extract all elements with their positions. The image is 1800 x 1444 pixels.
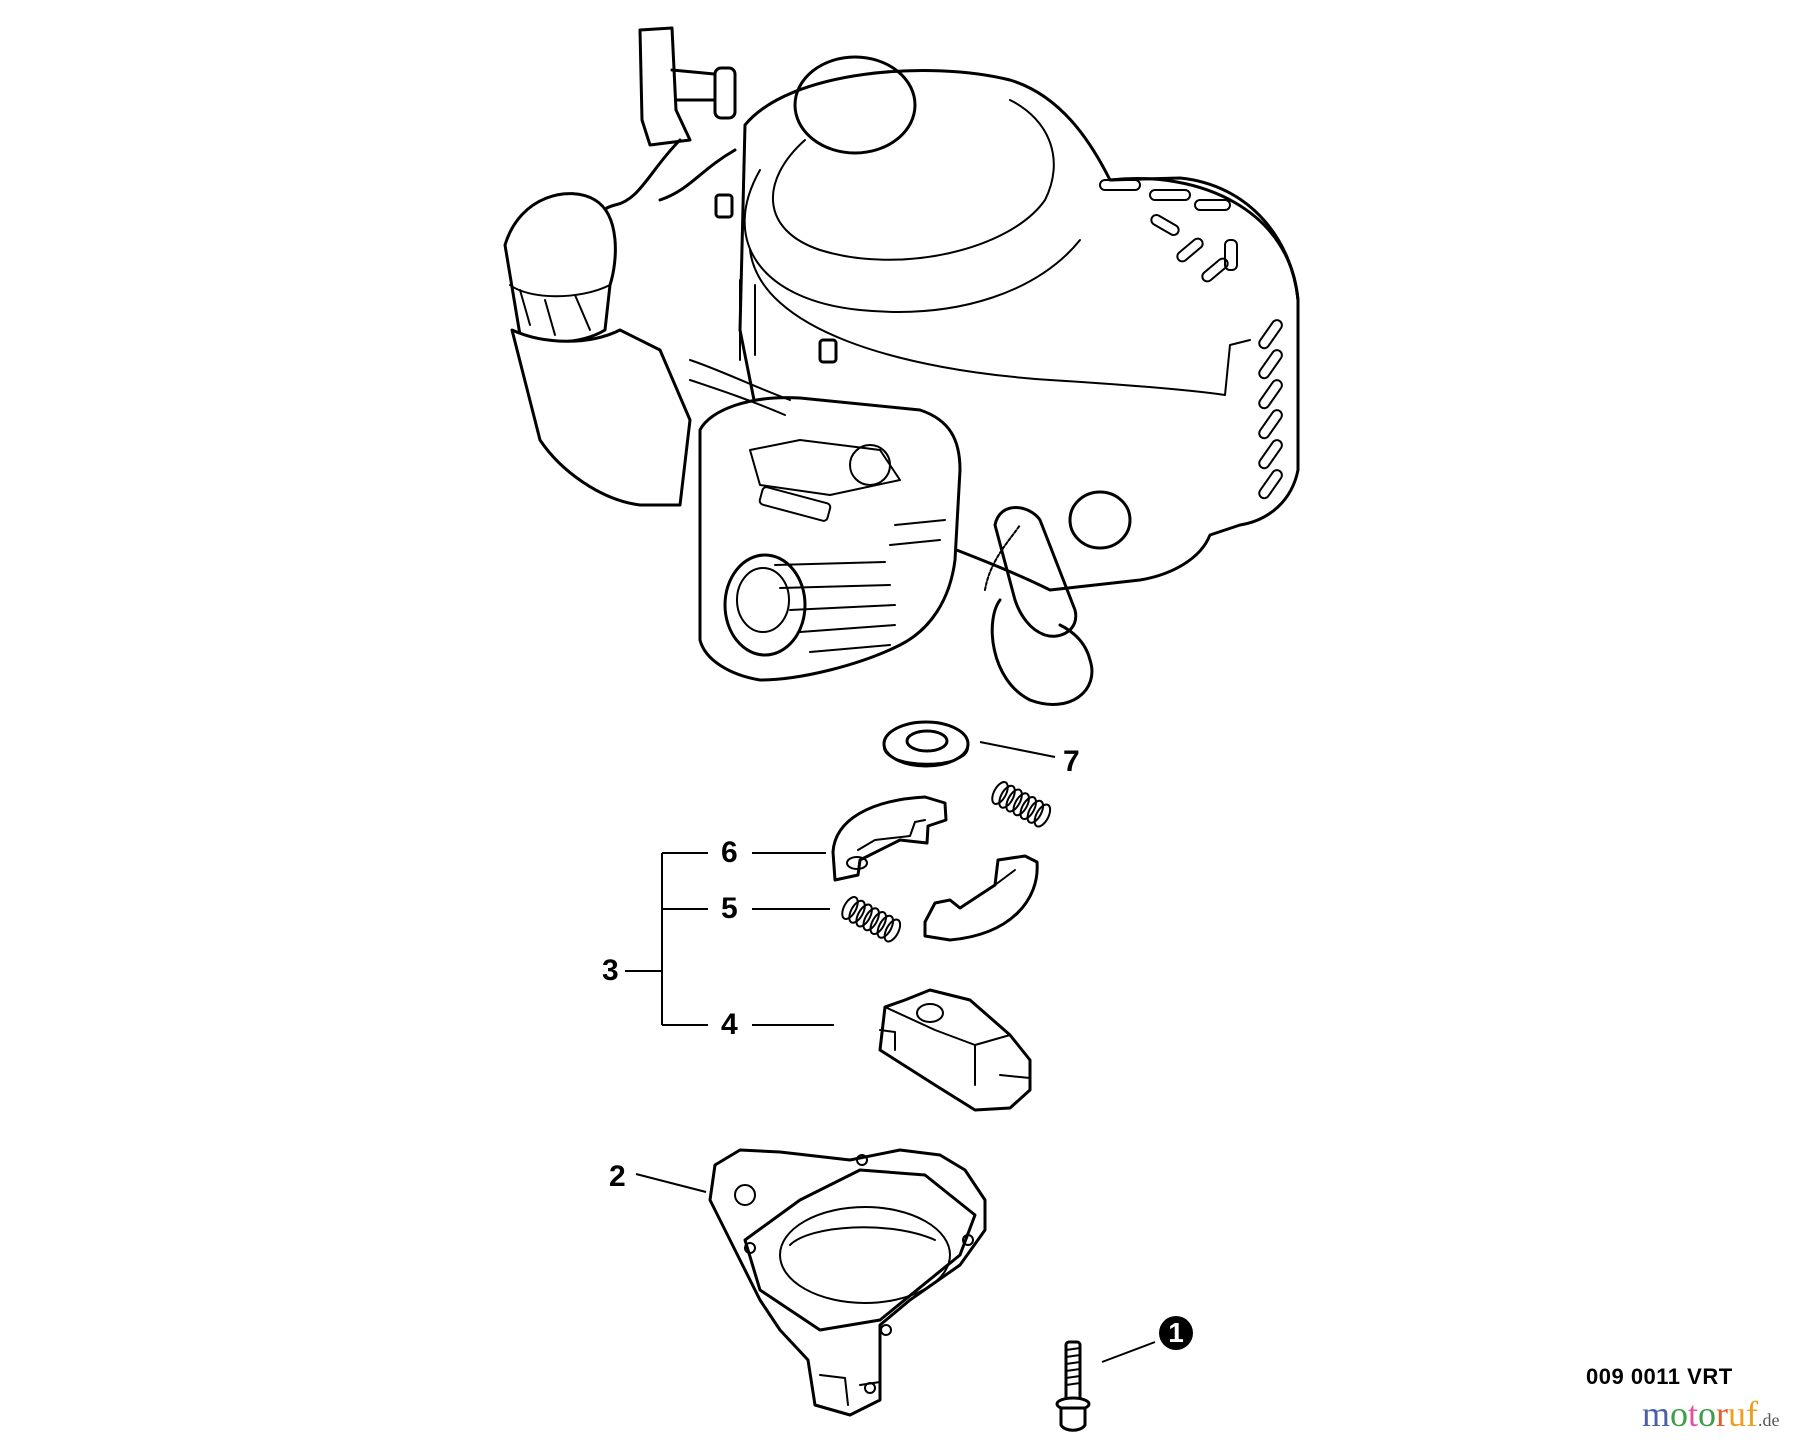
- logo-tld: .de: [1758, 1410, 1780, 1430]
- logo-letter: u: [1728, 1394, 1747, 1434]
- drawing-code: 009 0011 VRT: [1586, 1364, 1733, 1389]
- motoruf-logo: motoruf.de: [1642, 1396, 1780, 1432]
- vent-slots: [1099, 179, 1283, 500]
- part-1-bolt: [1055, 1340, 1091, 1432]
- part-4-clutch-hub: [878, 988, 1032, 1112]
- callout-5: 5: [721, 892, 738, 925]
- leader-lines: [625, 852, 1156, 1363]
- callout-4: 4: [721, 1008, 738, 1041]
- part-2-clutch-housing: [708, 1148, 987, 1417]
- engine-assembly: [503, 26, 1300, 706]
- callout-7: 7: [1063, 745, 1080, 778]
- callout-6: 6: [721, 836, 738, 869]
- part-5-spring: [841, 896, 902, 943]
- logo-letter: f: [1746, 1394, 1759, 1434]
- part-5-spring-upper: [991, 781, 1052, 828]
- callout-1: 1: [1159, 1316, 1193, 1350]
- callout-2: 2: [609, 1160, 626, 1193]
- logo-letter: o: [1670, 1394, 1689, 1434]
- logo-letter: m: [1642, 1394, 1671, 1434]
- cooling-fins: [774, 519, 946, 653]
- logo-letter: t: [1688, 1394, 1699, 1434]
- part-6-clutch-shoe: [831, 795, 948, 882]
- part-6-clutch-shoe-opposite: [923, 854, 1039, 942]
- logo-letter: r: [1716, 1394, 1729, 1434]
- callout-3: 3: [602, 954, 619, 987]
- part-7-washer: [882, 720, 970, 768]
- logo-letter: o: [1698, 1394, 1717, 1434]
